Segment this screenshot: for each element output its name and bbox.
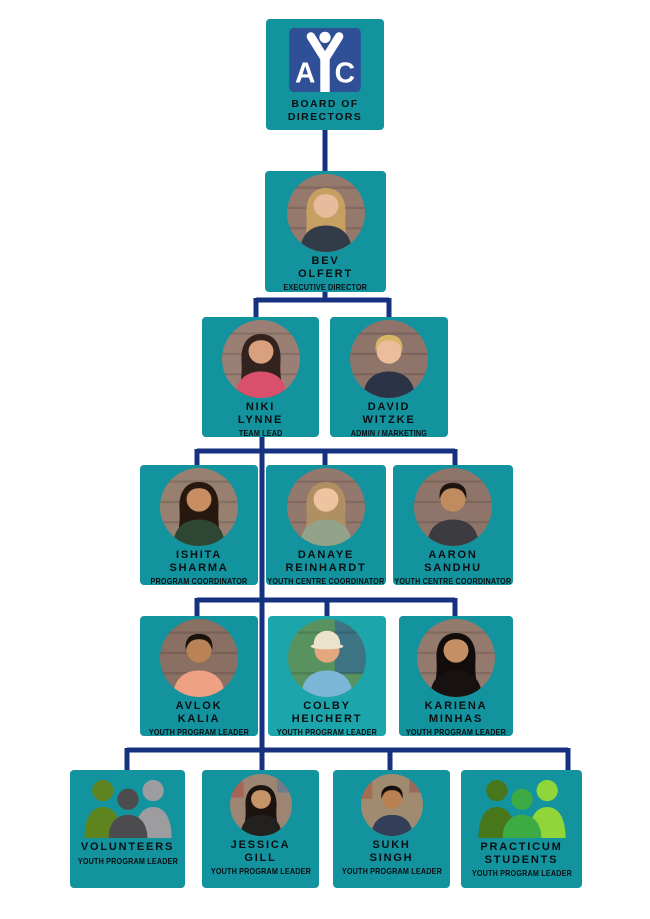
person-name: DANAYE REINHARDT (285, 549, 367, 574)
org-node-volunteers: VOLUNTEERS YOUTH PROGRAM LEADER (70, 770, 185, 888)
person-title: YOUTH PROGRAM LEADER (341, 866, 442, 876)
avatar-sukh-singh (360, 774, 423, 836)
person-name: DAVID WITZKE (362, 401, 416, 426)
org-node-kariena-minhas: KARIENA MINHAS YOUTH PROGRAM LEADER (399, 616, 513, 737)
avatar-avlok-kalia (160, 619, 238, 697)
org-node-jessica-gill: JESSICA GILL YOUTH PROGRAM LEADER (202, 770, 319, 888)
avatar-aaron-sandhu (414, 468, 492, 546)
avatar-bev-olfert (286, 174, 365, 252)
person-title: YOUTH PROGRAM LEADER (148, 727, 250, 737)
avatar-david-witzke (350, 320, 428, 398)
volunteers-group-icon (79, 778, 177, 838)
board-label: BOARD OF DIRECTORS (287, 98, 363, 123)
ayc-logo-icon: A C (289, 28, 361, 92)
person-name: AVLOK KALIA (175, 700, 223, 725)
org-node-aaron-sandhu: AARON SANDHU YOUTH CENTRE COORDINATOR (393, 465, 513, 586)
person-name: JESSICA GILL (230, 839, 291, 864)
group-title: YOUTH PROGRAM LEADER (471, 868, 572, 878)
person-title: YOUTH PROGRAM LEADER (276, 727, 378, 737)
practicum-group-icon (473, 778, 571, 838)
avatar-jessica-gill (229, 774, 292, 836)
group-name: PRACTICUM STUDENTS (480, 841, 563, 866)
org-node-danaye-reinhardt: DANAYE REINHARDT YOUTH CENTRE COORDINATO… (266, 465, 386, 586)
person-title: PROGRAM COORDINATOR (150, 576, 248, 586)
avatar-ishita-sharma (160, 468, 238, 546)
org-node-david-witzke: DAVID WITZKE ADMIN / MARKETING (330, 317, 448, 438)
person-name: COLBY HEICHERT (291, 700, 363, 725)
group-name: VOLUNTEERS (80, 841, 175, 853)
person-title: YOUTH PROGRAM LEADER (405, 727, 507, 737)
person-name: BEV OLFERT (298, 255, 353, 280)
org-node-ishita-sharma: ISHITA SHARMA PROGRAM COORDINATOR (140, 465, 258, 586)
avatar-danaye-reinhardt (287, 468, 365, 546)
person-name: ISHITA SHARMA (169, 549, 229, 574)
org-node-bev-olfert: BEV OLFERT EXECUTIVE DIRECTOR (265, 171, 386, 292)
avatar-kariena-minhas (417, 619, 495, 697)
org-node-avlok-kalia: AVLOK KALIA YOUTH PROGRAM LEADER (140, 616, 258, 737)
svg-text:C: C (335, 57, 355, 89)
person-name: KARIENA MINHAS (424, 700, 488, 725)
person-title: TEAM LEAD (238, 428, 283, 438)
person-title: EXECUTIVE DIRECTOR (283, 282, 368, 292)
person-name: AARON SANDHU (424, 549, 482, 574)
person-title: YOUTH CENTRE COORDINATOR (394, 576, 512, 586)
person-title: YOUTH CENTRE COORDINATOR (267, 576, 385, 586)
person-name: SUKH SINGH (369, 839, 414, 864)
org-node-board-of-directors: A C BOARD OF DIRECTORS (266, 19, 384, 130)
org-node-practicum-students: PRACTICUM STUDENTS YOUTH PROGRAM LEADER (461, 770, 582, 888)
org-node-colby-heichert: COLBY HEICHERT YOUTH PROGRAM LEADER (268, 616, 386, 737)
avatar-niki-lynne (221, 320, 300, 398)
person-name: NIKI LYNNE (237, 401, 284, 426)
org-node-sukh-singh: SUKH SINGH YOUTH PROGRAM LEADER (333, 770, 450, 888)
group-title: YOUTH PROGRAM LEADER (77, 855, 178, 866)
avatar-colby-heichert (288, 619, 366, 697)
svg-text:A: A (295, 57, 315, 89)
person-title: YOUTH PROGRAM LEADER (210, 866, 311, 876)
person-title: ADMIN / MARKETING (350, 428, 428, 438)
org-node-niki-lynne: NIKI LYNNE TEAM LEAD (202, 317, 319, 438)
